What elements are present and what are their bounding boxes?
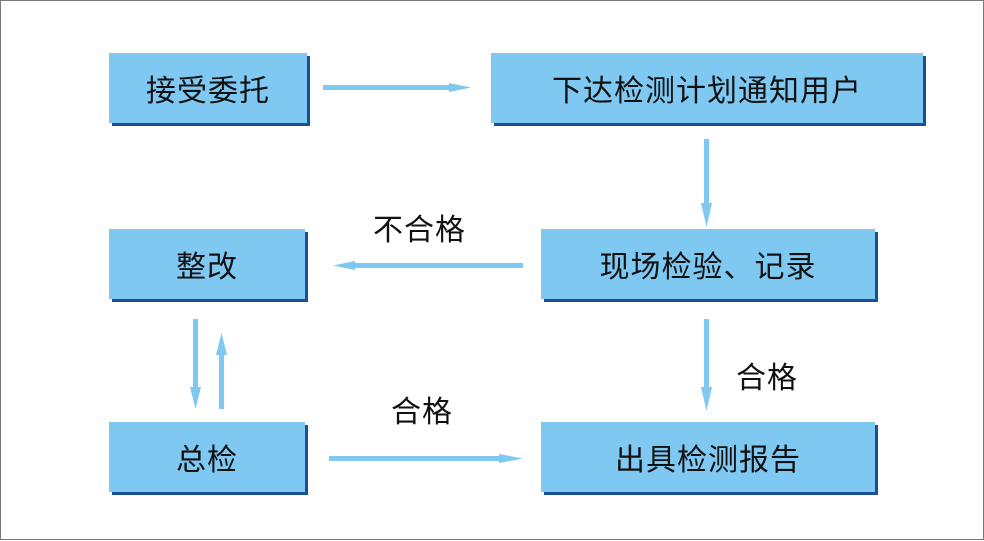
edge-label-pass-down: 合格 <box>736 361 798 396</box>
edge-label-pass-bottom: 合格 <box>391 395 453 430</box>
arrow-inspect-to-rectify <box>333 261 523 270</box>
node-inspect: 现场检验、记录 <box>541 229 875 299</box>
node-rectify: 整改 <box>109 229 305 299</box>
arrow-inspect-to-report <box>701 319 712 411</box>
edge-label-fail: 不合格 <box>373 213 466 248</box>
arrow-rectify-to-final <box>190 319 201 409</box>
arrow-final-to-rectify <box>216 333 227 409</box>
node-accept: 接受委托 <box>109 53 307 123</box>
arrow-notify-to-inspect <box>701 139 712 227</box>
arrow-accept-to-notify <box>323 83 471 92</box>
node-final-check: 总检 <box>109 422 305 492</box>
node-notify: 下达检测计划通知用户 <box>491 53 923 123</box>
node-report: 出具检测报告 <box>541 422 875 492</box>
arrow-final-to-report <box>329 454 523 463</box>
